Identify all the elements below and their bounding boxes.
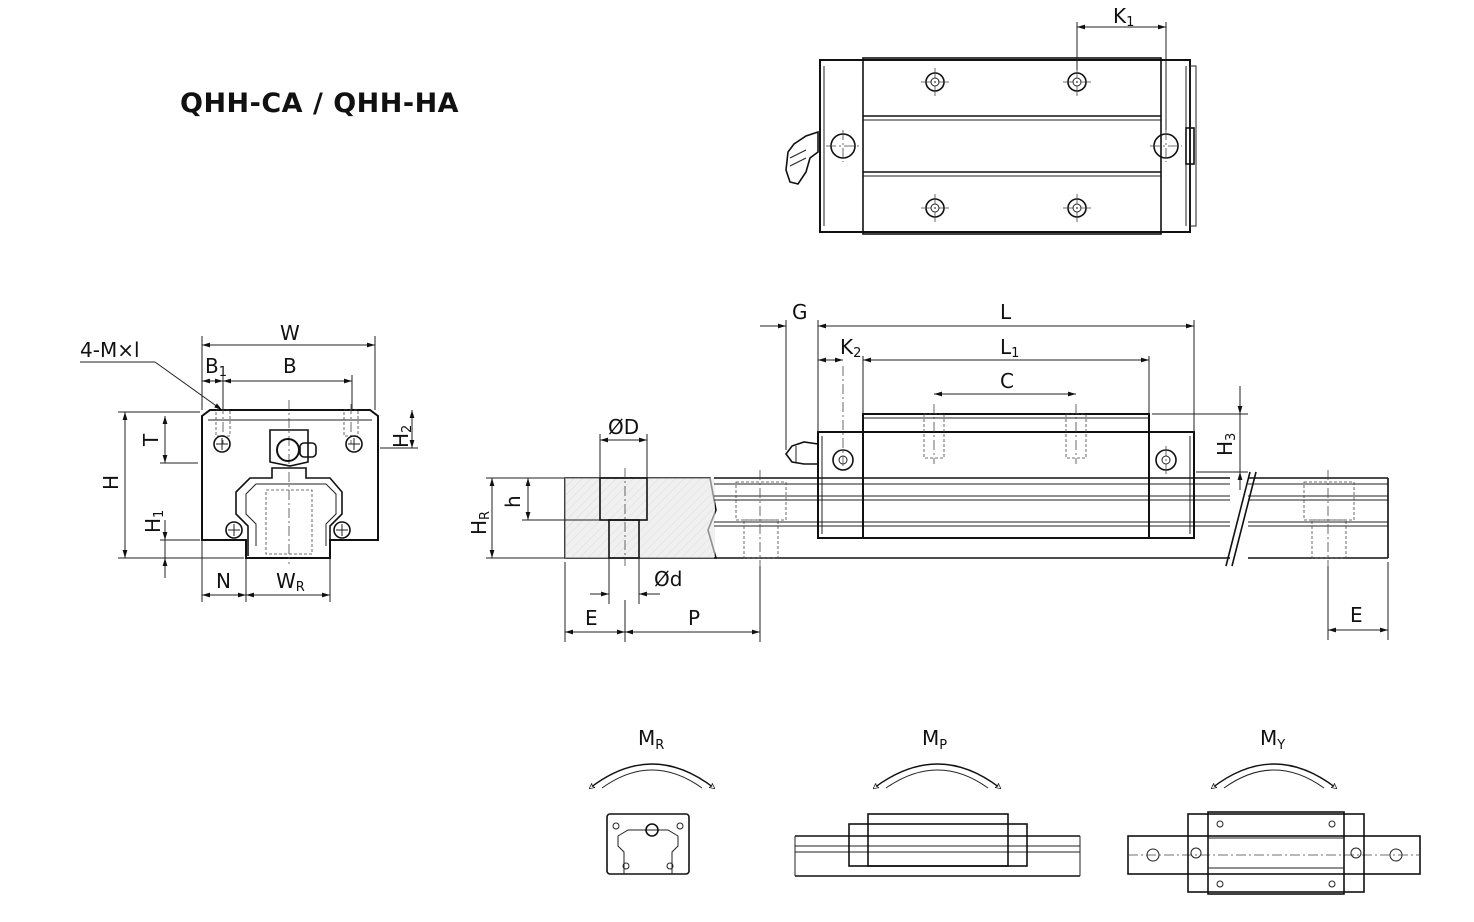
drawing-title: QHH-CA / QHH-HA: [180, 88, 460, 119]
block-body-top: [862, 57, 1162, 235]
dim-l1-label: L1: [1000, 335, 1019, 361]
moment-mp-label: MP: [922, 726, 947, 753]
dim-c-label: C: [1000, 369, 1014, 393]
moment-mp-arrow: [874, 763, 1000, 788]
grease-nipple-top: [785, 130, 819, 185]
dim-h3-label: H3: [1213, 433, 1239, 456]
dim-k2-label: K2: [840, 335, 861, 361]
moment-my-arrow: [1212, 763, 1336, 788]
moment-my-block: [1187, 813, 1365, 893]
dim-k1-label: K1: [1113, 4, 1134, 30]
section-view: W 4-M×l B1 B T H2 H H1: [80, 321, 418, 602]
dim-n-label: N: [216, 569, 231, 593]
dim-t-label: T: [139, 433, 163, 447]
dim-l-label: L: [1000, 300, 1012, 324]
block-outline-top: [819, 59, 1191, 233]
dim-odd-label: Ød: [654, 567, 682, 591]
side-view: G L K2 L1 C H3 ØD HR h Ø: [467, 300, 1389, 642]
dim-e-right-label: E: [1350, 603, 1363, 627]
dim-b-label: B: [283, 354, 297, 378]
mounting-holes-top: [826, 68, 1182, 222]
moment-mr-arrow: [590, 763, 714, 788]
dim-od-label: ØD: [608, 415, 639, 439]
dim-b1-label: B1: [205, 354, 227, 380]
dim-g-label: G: [792, 300, 808, 324]
moment-mr: MR: [590, 726, 714, 875]
dim-h-label: H: [99, 475, 123, 490]
moment-mr-label: MR: [638, 726, 664, 753]
dim-e-left-label: E: [585, 606, 598, 630]
dim-hh-label: h: [501, 495, 525, 508]
dim-wr-label: WR: [276, 569, 305, 595]
dim-h2-label: H2: [389, 425, 415, 448]
moment-my: MY: [1127, 726, 1421, 895]
moment-mp: MP: [794, 726, 1081, 877]
moment-mp-block: [848, 823, 1028, 867]
moment-mr-block: [606, 813, 690, 875]
dim-h1-label: H1: [141, 510, 167, 533]
moment-my-label: MY: [1260, 726, 1285, 753]
top-view: K1: [785, 4, 1197, 235]
dim-p-label: P: [688, 606, 700, 630]
dim-w-label: W: [280, 321, 300, 345]
dim-m-label: 4-M×l: [80, 338, 140, 362]
dim-hr-label: HR: [467, 511, 493, 535]
